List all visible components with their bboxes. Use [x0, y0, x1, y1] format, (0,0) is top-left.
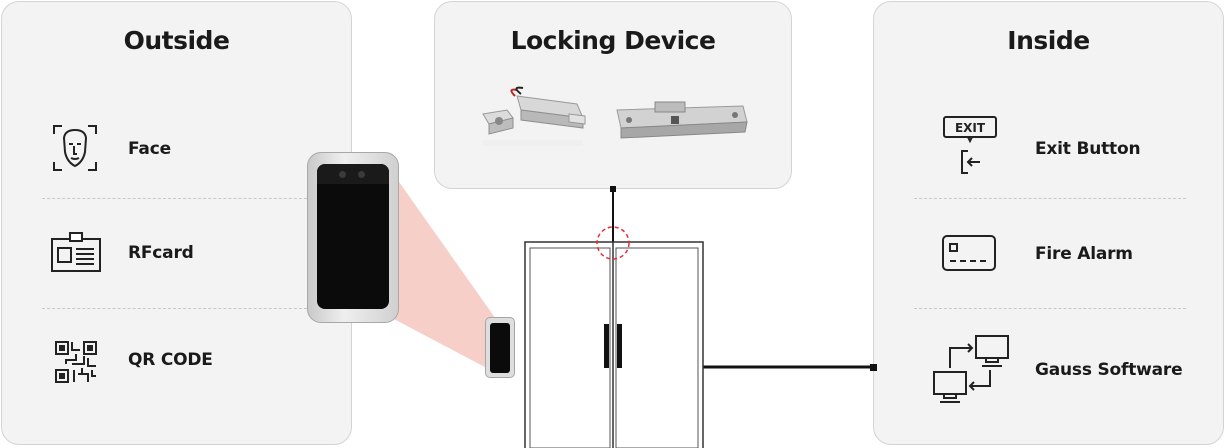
inside-divider-2 [914, 308, 1186, 309]
lock-connection-node [610, 186, 616, 192]
electric-strike-lock-icon [611, 98, 751, 148]
face-scan-icon [52, 124, 98, 172]
bolt-lock-icon [473, 84, 593, 156]
locking-title: Locking Device [510, 26, 716, 55]
exit-icon-text: EXIT [955, 121, 986, 135]
inside-panel: Inside EXIT Exit Button Fire Alarm Gau [873, 1, 1224, 445]
face-terminal-small [485, 317, 515, 378]
inside-divider-1 [914, 198, 1186, 199]
outside-divider-2 [42, 308, 312, 309]
inside-title: Inside [1007, 26, 1090, 55]
outside-title: Outside [123, 26, 230, 55]
qr-code-icon [54, 340, 98, 384]
left-door-handle [604, 324, 609, 368]
outside-divider-1 [42, 198, 312, 199]
terminal-screen [317, 164, 389, 309]
inside-item-fire-alarm: Fire Alarm [1035, 244, 1133, 264]
outside-panel: Outside Face RFcard QR CODE [1, 1, 352, 445]
outside-item-rfcard: RFcard [128, 243, 194, 263]
outside-item-qr: QR CODE [128, 350, 213, 370]
double-door [524, 241, 704, 448]
camera-icon [339, 171, 346, 178]
exit-button-icon: EXIT [942, 115, 998, 177]
locking-device-panel: Locking Device [434, 1, 792, 189]
right-door-handle [617, 324, 622, 368]
id-card-icon [50, 231, 102, 273]
camera-icon [358, 171, 365, 178]
inside-item-exit-button: Exit Button [1035, 139, 1141, 159]
fire-alarm-icon [941, 234, 997, 272]
inside-connection-node [870, 364, 877, 371]
face-terminal-large [307, 152, 399, 323]
outside-item-face: Face [128, 139, 171, 159]
inside-item-gauss-software: Gauss Software [1035, 360, 1183, 380]
networked-computers-icon [928, 334, 1012, 406]
lock-position-marker [596, 226, 630, 260]
